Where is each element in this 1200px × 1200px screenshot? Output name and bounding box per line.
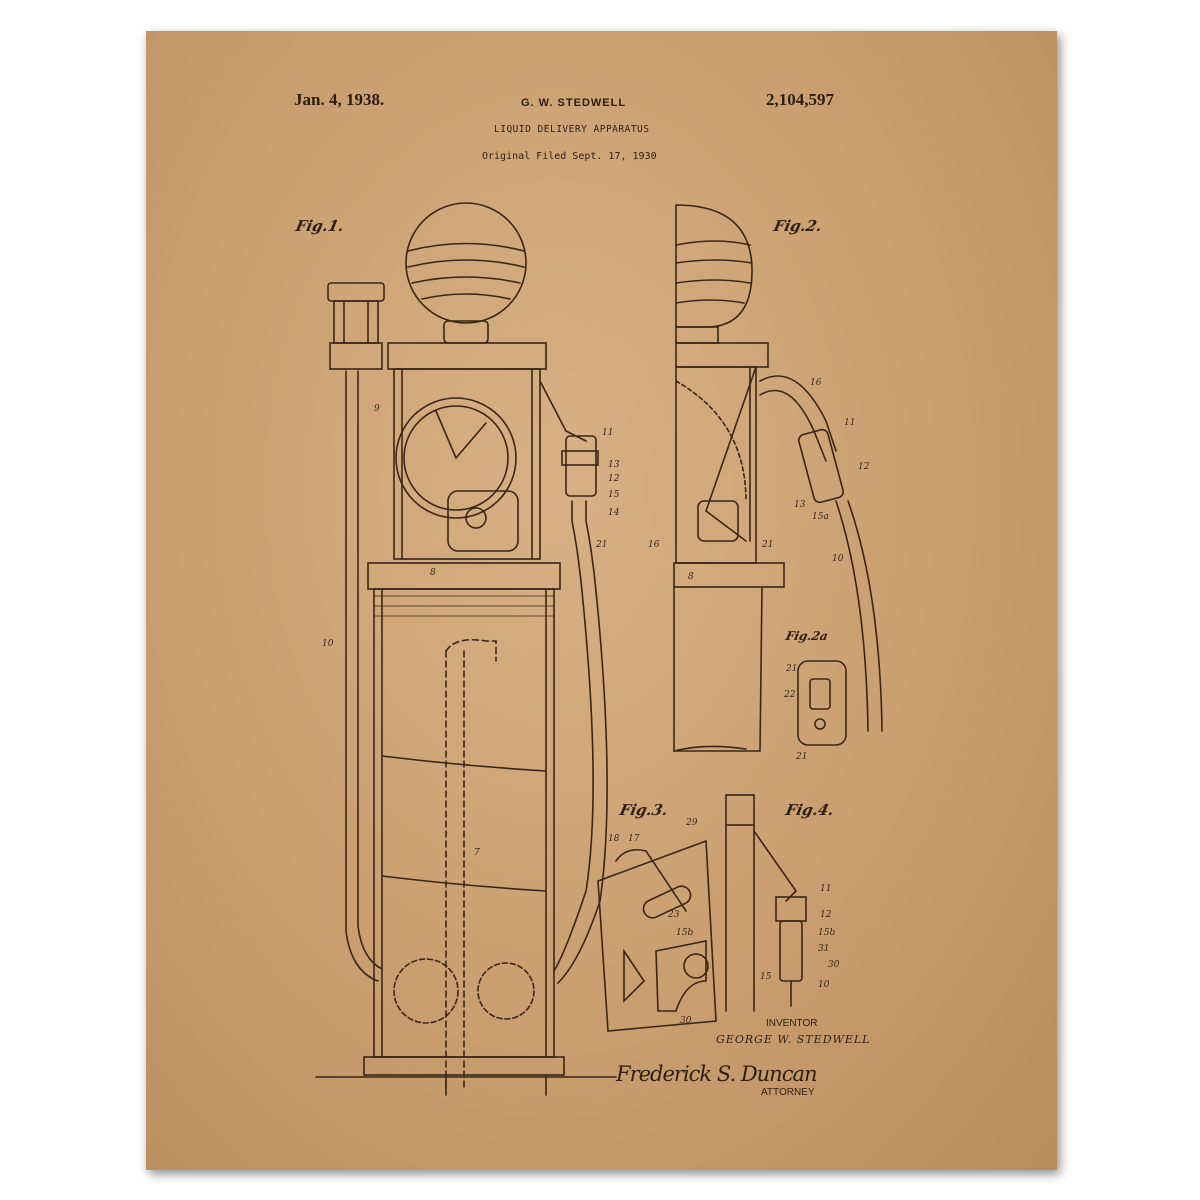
- reference-numeral: 29: [685, 818, 698, 828]
- reference-numeral: 15b: [676, 928, 693, 938]
- reference-numeral: 16: [810, 378, 822, 388]
- reference-numeral: 12: [608, 474, 620, 484]
- fig1-pump: [315, 202, 617, 1096]
- fig3-label: Fig.3.: [618, 801, 670, 819]
- fig3-detail: [597, 839, 717, 1032]
- pump-drawing: 9 11 13 12 15 14 21 8 10 7 16 11 12 15a …: [315, 202, 883, 1096]
- reference-numeral: 30: [680, 1016, 692, 1026]
- reference-numerals: 9 11 13 12 15 14 21 8 10 7 16 11 12 15a …: [322, 378, 870, 1026]
- reference-numeral: 14: [608, 508, 620, 518]
- reference-numeral: 11: [844, 418, 855, 428]
- reference-numeral: 16: [648, 540, 660, 550]
- reference-numeral: 15a: [812, 512, 829, 522]
- reference-numeral: 10: [322, 639, 334, 649]
- patent-date: Jan. 4, 1938.: [294, 90, 385, 109]
- reference-numeral: 13: [794, 500, 806, 510]
- fig4-label: Fig.4.: [784, 801, 836, 819]
- filed-date: Original Filed Sept. 17, 1930: [482, 151, 657, 162]
- reference-numeral: 21: [785, 664, 797, 674]
- patent-number: 2,104,597: [766, 90, 834, 109]
- inventor-header: G. W. STEDWELL: [521, 97, 627, 109]
- fig2-label: Fig.2.: [772, 217, 824, 235]
- reference-numeral: 8: [688, 572, 694, 582]
- reference-numeral: 12: [858, 462, 870, 472]
- reference-numeral: 18: [608, 834, 620, 844]
- fig4-detail: [725, 794, 807, 1012]
- reference-numeral: 7: [474, 848, 480, 858]
- reference-numeral: 11: [820, 884, 831, 894]
- reference-numeral: 22: [783, 690, 796, 700]
- reference-numeral: 21: [595, 540, 607, 550]
- reference-numeral: 11: [602, 428, 613, 438]
- reference-numeral: 15b: [818, 928, 835, 938]
- reference-numeral: 15: [608, 490, 620, 500]
- reference-numeral: 10: [818, 980, 830, 990]
- reference-numeral: 12: [820, 910, 832, 920]
- inventor-name: GEORGE W. STEDWELL: [716, 1033, 871, 1046]
- reference-numeral: 17: [628, 834, 640, 844]
- fig2a-label: Fig.2a: [784, 629, 830, 643]
- fig1-label: Fig.1.: [294, 217, 346, 235]
- reference-numeral: 10: [832, 554, 844, 564]
- fig2-side-view: [673, 204, 883, 752]
- patent-title: LIQUID DELIVERY APPARATUS: [494, 124, 650, 135]
- reference-numeral: 21: [795, 752, 807, 762]
- reference-numeral: 13: [608, 460, 620, 470]
- reference-numeral: 31: [818, 944, 829, 954]
- reference-numeral: 15: [760, 972, 772, 982]
- reference-numeral: 21: [761, 540, 773, 550]
- reference-numeral: 8: [430, 568, 436, 578]
- attorney-label: ATTORNEY: [761, 1087, 815, 1098]
- reference-numeral: 30: [828, 960, 840, 970]
- reference-numeral: 23: [667, 910, 680, 920]
- patent-print: 9 11 13 12 15 14 21 8 10 7 16 11 12 15a …: [146, 31, 1057, 1170]
- attorney-signature: Frederick S. Duncan: [616, 1062, 818, 1086]
- inventor-label: INVENTOR: [766, 1018, 818, 1029]
- reference-numeral: 9: [374, 404, 380, 414]
